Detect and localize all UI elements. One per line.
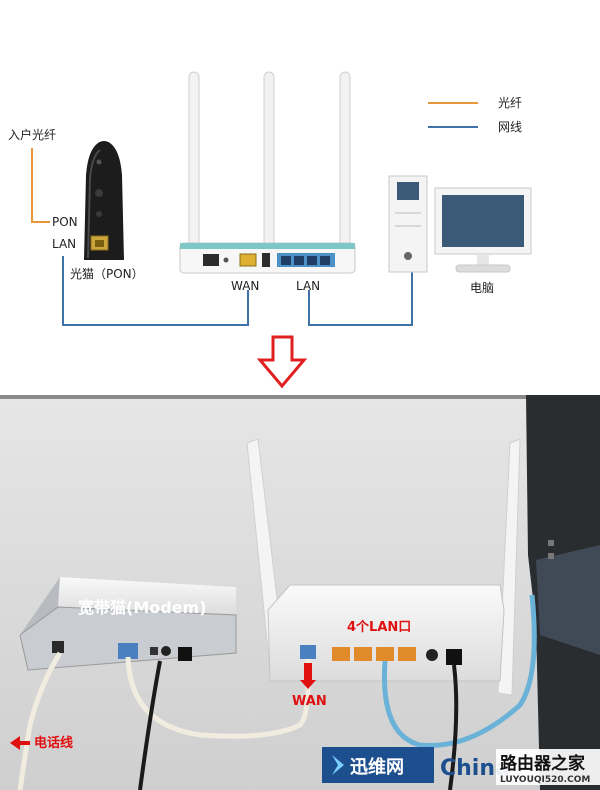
watermark-site-url: LUYOUQI520.COM	[500, 775, 590, 785]
modem-to-router-cable	[125, 656, 311, 739]
computer-device	[388, 175, 532, 273]
lan-to-laptop-cable	[381, 594, 537, 748]
watermark-logo-icon	[332, 755, 344, 775]
onu-device	[84, 141, 124, 260]
fiber-cable	[31, 148, 50, 223]
lan-left-label: LAN	[52, 237, 76, 251]
phone-cable	[17, 651, 63, 790]
wan-photo-label: WAN	[292, 694, 327, 709]
legend-fiber-label: 光纤	[498, 96, 522, 110]
power-cable-router	[448, 664, 459, 790]
legend-ethernet-label: 网线	[498, 120, 522, 134]
cable-onu-to-wan	[62, 256, 249, 326]
computer-label: 电脑	[470, 281, 494, 295]
lan-ports-label: 4个LAN口	[347, 619, 411, 635]
watermark-left-text: 迅维网	[350, 756, 404, 778]
power-cable-modem	[138, 660, 162, 790]
modem-label: 宽带猫(Modem)	[78, 598, 207, 617]
phone-line-arrow-icon	[10, 736, 30, 750]
laptop	[526, 395, 600, 790]
phone-line-label: 电话线	[34, 735, 73, 751]
connection-diagram: 光纤 网线 入户光纤 PON LAN 光猫（PON） WAN LAN	[8, 71, 532, 389]
cable-lan-to-pc	[308, 272, 413, 326]
photo-router-device	[246, 438, 521, 696]
router-photo: 宽带猫(Modem) 4个LAN口 WAN 电话线 迅维网 China 路由器之…	[0, 395, 600, 790]
lan-router-label: LAN	[296, 279, 320, 293]
router-device	[179, 71, 356, 274]
wan-label: WAN	[231, 279, 259, 293]
legend: 光纤 网线	[428, 96, 522, 134]
modem-device	[19, 577, 237, 671]
down-arrow-icon	[256, 335, 308, 389]
entry-fiber-label: 入户光纤	[8, 127, 56, 142]
watermark: 迅维网 China 路由器之家 LUYOUQI520.COM	[322, 747, 600, 785]
pon-label: PON	[52, 215, 78, 229]
watermark-site-name: 路由器之家	[500, 753, 585, 774]
wan-arrow-icon	[300, 663, 316, 689]
onu-label: 光猫（PON）	[70, 267, 144, 281]
